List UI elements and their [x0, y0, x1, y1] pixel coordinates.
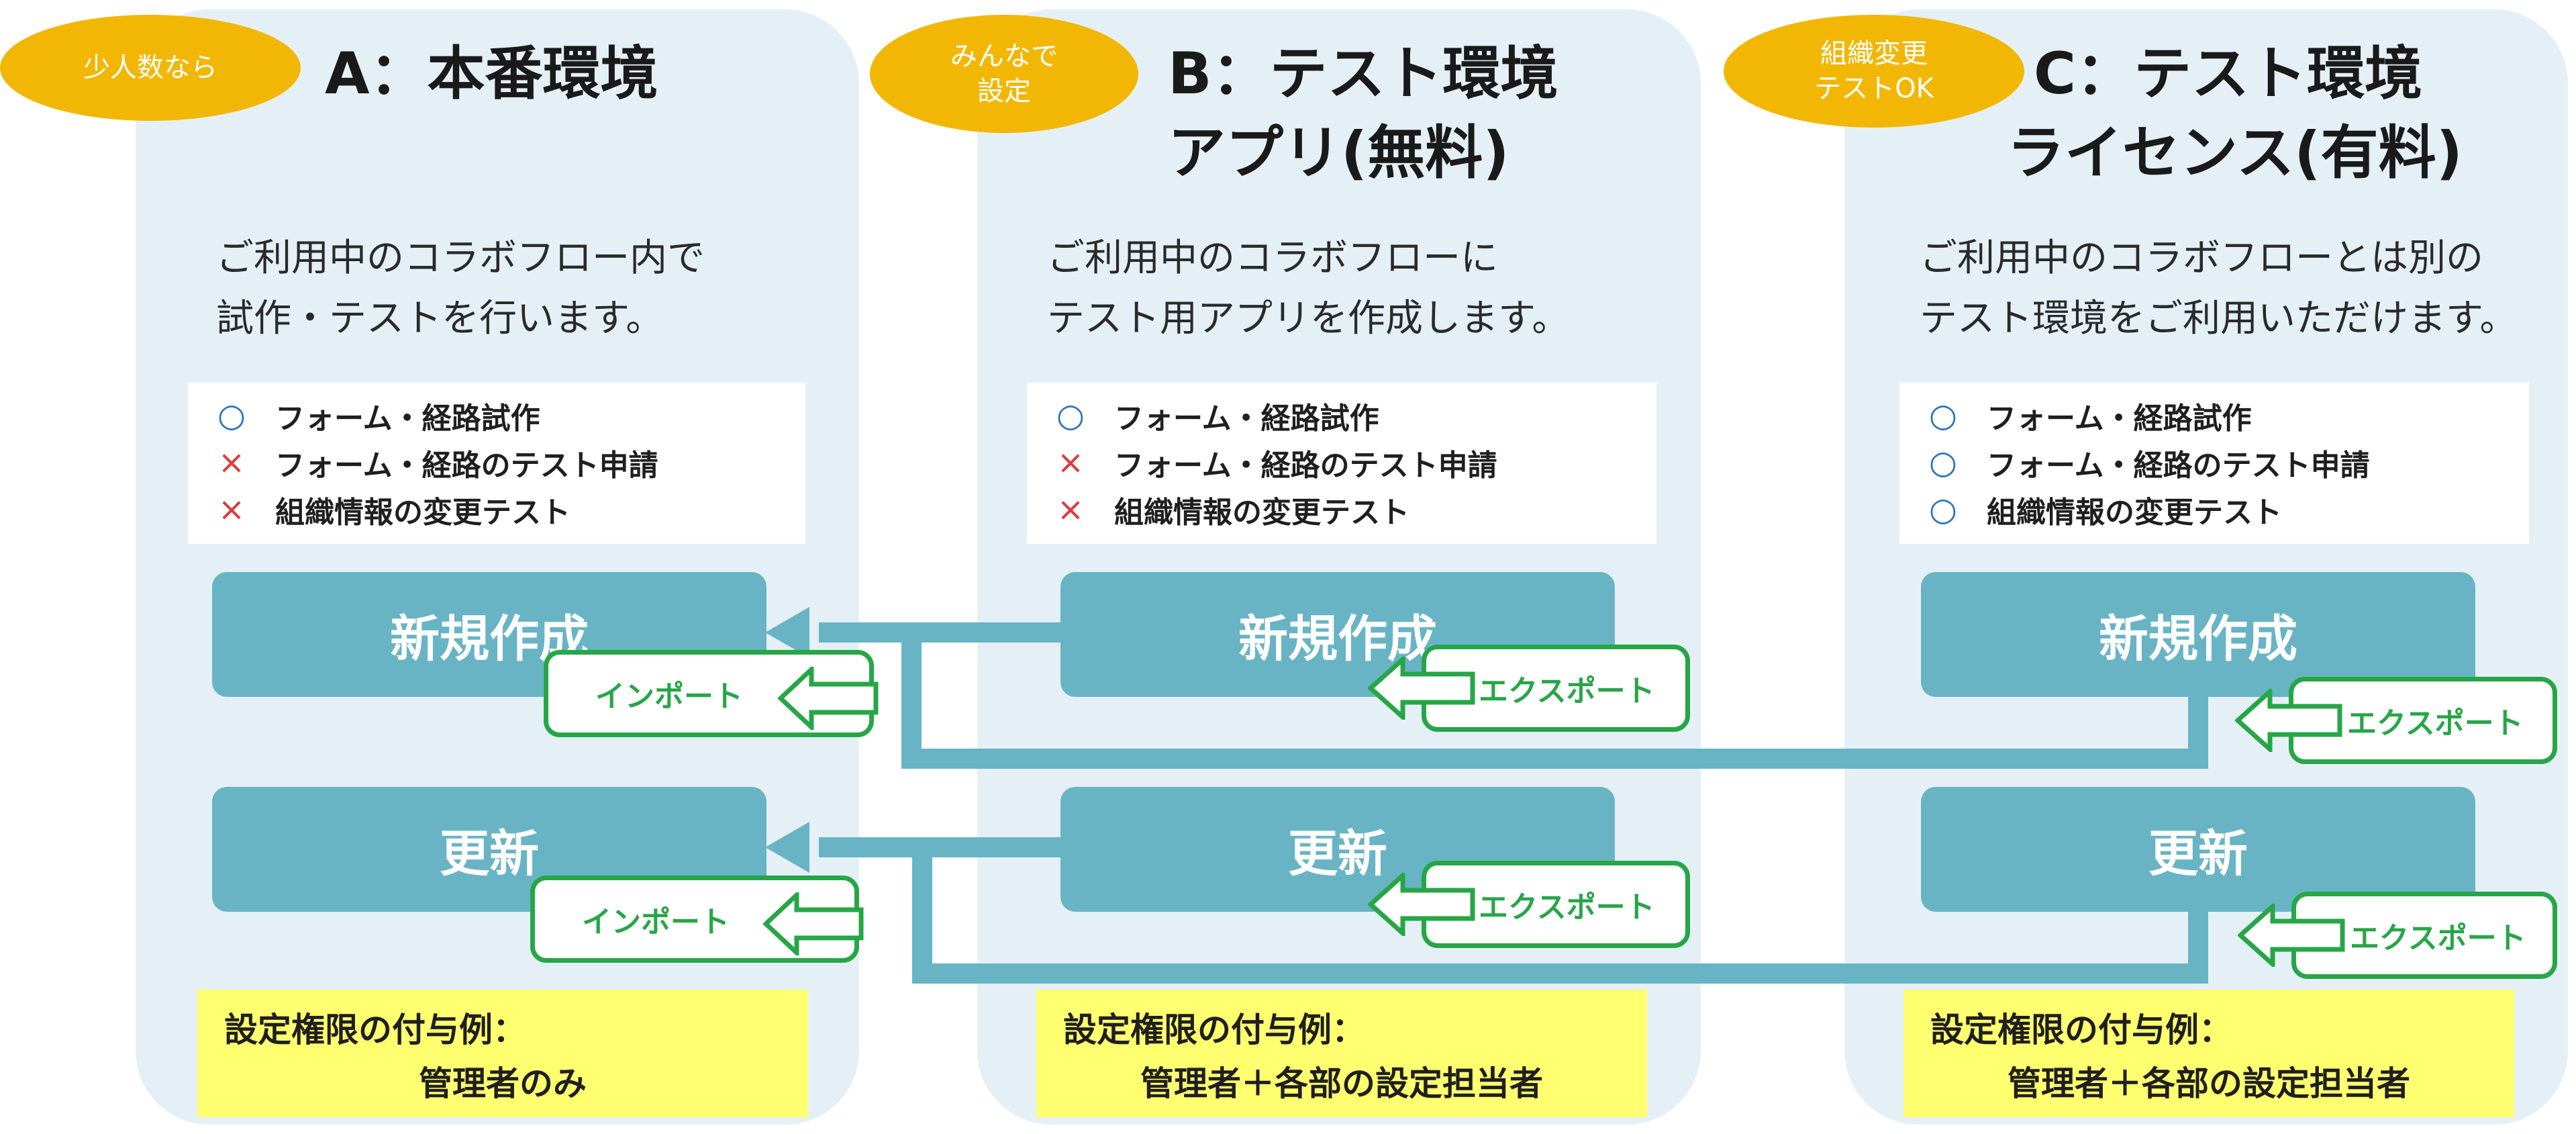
- permission-value: 管理者のみ: [419, 1064, 587, 1103]
- panel-c-title-line1: C：テスト環境: [2034, 40, 2423, 107]
- cross-mark: ×: [217, 444, 246, 481]
- check-label: フォーム・経路試作: [1114, 401, 1379, 436]
- badge-b: みんなで 設定: [870, 15, 1138, 133]
- check-row: ○ フォーム・経路のテスト申請: [1899, 439, 2529, 486]
- left-arrow-icon: [1368, 657, 1475, 720]
- check-row: × 組織情報の変更テスト: [1027, 486, 1656, 533]
- check-label: フォーム・経路試作: [1987, 401, 2252, 436]
- connector-c-new-to-a-new: [901, 632, 2208, 769]
- check-label: フォーム・経路のテスト申請: [1987, 448, 2370, 483]
- panel-c-new-button[interactable]: 新規作成: [1921, 572, 2475, 697]
- panel-b-title-line2: アプリ(無料): [1168, 120, 1509, 187]
- import-tag-new: インポート: [544, 650, 879, 737]
- import-tag-label: インポート: [582, 905, 730, 939]
- left-arrow-icon: [2238, 904, 2345, 967]
- import-tag-update: インポート: [530, 876, 864, 963]
- panel-c-update-button[interactable]: 更新: [1921, 787, 2475, 912]
- left-arrow-icon: [1368, 873, 1475, 936]
- check-mark: ○: [1929, 397, 1957, 434]
- check-label: フォーム・経路試作: [275, 401, 540, 436]
- check-label: フォーム・経路のテスト申請: [275, 448, 658, 483]
- panel-a-title: A：本番環境: [325, 40, 658, 107]
- export-tag-label: エクスポート: [2347, 706, 2524, 741]
- panel-b-title-line1: B：テスト環境: [1168, 40, 1558, 107]
- left-arrow-icon: [778, 667, 879, 730]
- check-row: × フォーム・経路のテスト申請: [1027, 439, 1656, 486]
- export-tag-label: エクスポート: [1479, 890, 1655, 925]
- cross-mark: ×: [1056, 491, 1085, 528]
- connector-arrowhead-new: [765, 607, 809, 658]
- check-mark: ○: [217, 397, 246, 434]
- check-row: ○ 組織情報の変更テスト: [1899, 486, 2529, 533]
- permission-value: 管理者＋各部の設定担当者: [1140, 1064, 1543, 1103]
- panel-a-description: ご利用中のコラボフロー内で 試作・テストを行います。: [216, 236, 705, 340]
- cross-mark: ×: [1056, 444, 1085, 481]
- panel-b-checklist: ○ フォーム・経路試作 × フォーム・経路のテスト申請 × 組織情報の変更テスト: [1027, 383, 1656, 544]
- panel-c-title-line2: ライセンス(有料): [2007, 120, 2463, 187]
- check-mark: ○: [1929, 491, 1957, 528]
- panel-a-checklist: ○ フォーム・経路試作 × フォーム・経路のテスト申請 × 組織情報の変更テスト: [188, 383, 805, 544]
- permission-label: 設定権限の付与例：: [1930, 1010, 2232, 1049]
- check-label: 組織情報の変更テスト: [1987, 495, 2282, 530]
- panel-c-description: ご利用中のコラボフローとは別の テスト環境をご利用いただけます。: [1920, 236, 2518, 340]
- connector-arrowhead-update: [765, 822, 809, 873]
- panel-a-permission: 設定権限の付与例： 管理者のみ: [197, 990, 808, 1117]
- check-label: 組織情報の変更テスト: [275, 495, 571, 530]
- badge-a: 少人数なら: [0, 15, 301, 121]
- panel-b-permission: 設定権限の付与例： 管理者＋各部の設定担当者: [1036, 990, 1647, 1117]
- check-label: 組織情報の変更テスト: [1114, 495, 1409, 530]
- panel-b-description: ご利用中のコラボフローに テスト用アプリを作成します。: [1047, 236, 1570, 340]
- check-row: × フォーム・経路のテスト申請: [188, 439, 805, 486]
- check-mark: ○: [1929, 444, 1957, 481]
- panel-b-new-button[interactable]: 新規作成: [1060, 572, 1615, 697]
- left-arrow-icon: [2235, 689, 2342, 752]
- badge-c: 組織変更 テストOK: [1724, 15, 2024, 128]
- cross-mark: ×: [217, 491, 246, 528]
- check-mark: ○: [1056, 397, 1085, 434]
- check-label: フォーム・経路のテスト申請: [1114, 448, 1497, 483]
- panel-c-permission: 設定権限の付与例： 管理者＋各部の設定担当者: [1903, 990, 2514, 1117]
- permission-label: 設定権限の付与例：: [1063, 1010, 1365, 1049]
- panel-c-checklist: ○ フォーム・経路試作 ○ フォーム・経路のテスト申請 ○ 組織情報の変更テスト: [1899, 383, 2529, 544]
- export-tag-label: エクスポート: [1479, 674, 1655, 708]
- export-tag-label: エクスポート: [2350, 921, 2526, 955]
- check-row: × 組織情報の変更テスト: [188, 486, 805, 533]
- permission-label: 設定権限の付与例：: [224, 1010, 526, 1049]
- left-arrow-icon: [763, 892, 864, 955]
- check-row: ○ フォーム・経路試作: [188, 392, 805, 439]
- import-tag-label: インポート: [595, 679, 743, 714]
- check-row: ○ フォーム・経路試作: [1027, 392, 1656, 439]
- connector-c-update-to-a-update: [912, 847, 2208, 984]
- permission-value: 管理者＋各部の設定担当者: [2008, 1064, 2410, 1103]
- export-tag-c-update: エクスポート: [2291, 892, 2557, 979]
- check-row: ○ フォーム・経路試作: [1899, 392, 2529, 439]
